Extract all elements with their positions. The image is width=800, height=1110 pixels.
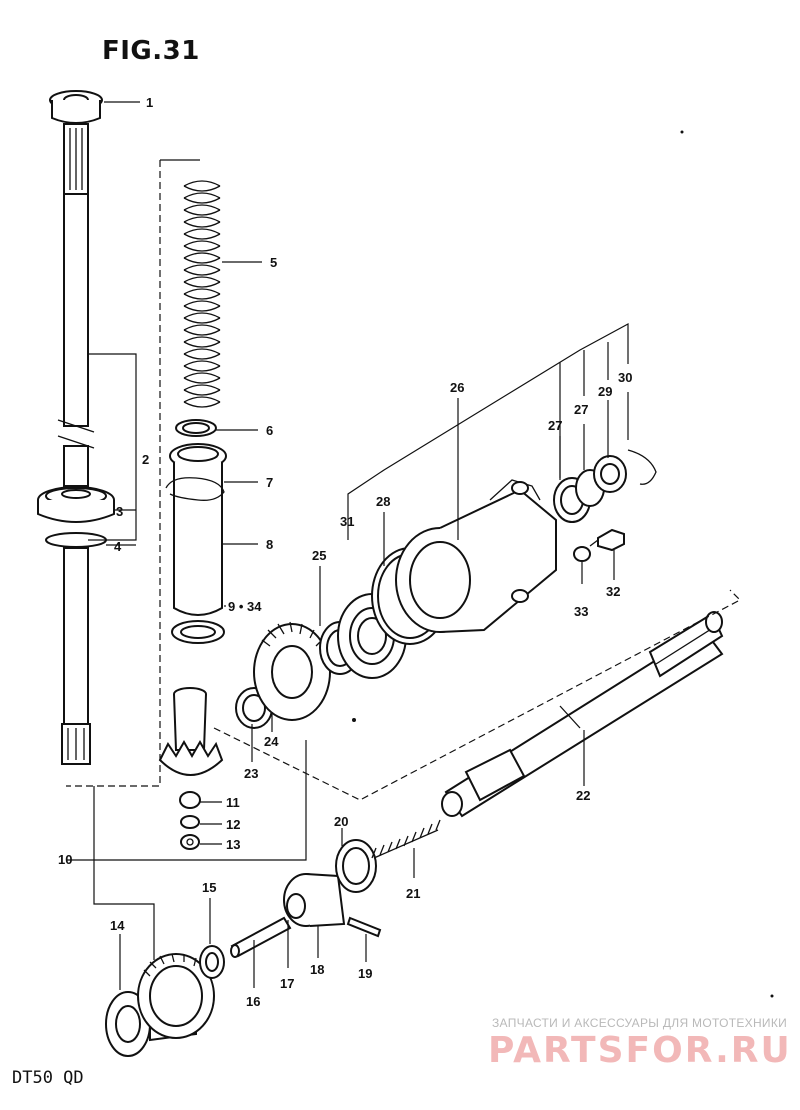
figure-title: FIG.31 — [102, 36, 200, 66]
leader-lines — [66, 101, 742, 990]
callout-27-outer: 27 — [574, 402, 588, 417]
callout-29: 29 — [598, 384, 612, 399]
callout-17: 17 — [280, 976, 294, 991]
watermark-tagline: ЗАПЧАСТИ И АКСЕССУАРЫ ДЛЯ МОТОТЕХНИКИ — [492, 1016, 788, 1030]
callout-28: 28 — [376, 494, 390, 509]
propeller-shaft — [441, 611, 724, 818]
drive-shaft-assembly — [37, 90, 115, 765]
sleeve-assembly — [165, 419, 227, 644]
callout-12: 12 — [226, 817, 240, 832]
callout-30: 30 — [618, 370, 632, 385]
spring-part — [183, 180, 221, 408]
callout-11: 11 — [226, 795, 240, 810]
callout-5: 5 — [270, 255, 277, 270]
callout-27-inner: 27 — [548, 418, 562, 433]
forward-gear-assembly — [105, 945, 225, 1057]
callout-32: 32 — [606, 584, 620, 599]
callout-33: 33 — [574, 604, 588, 619]
callout-20: 20 — [334, 814, 348, 829]
callout-3: 3 — [116, 504, 123, 519]
bearing-housing-assembly — [371, 449, 657, 645]
pinion-gear-assembly — [158, 687, 224, 850]
callout-18: 18 — [310, 962, 324, 977]
callout-15: 15 — [202, 880, 216, 895]
callout-23: 23 — [244, 766, 258, 781]
watermark-brand-logo[interactable]: PARTSFOR.RU — [488, 1030, 792, 1071]
callout-2: 2 — [142, 452, 149, 467]
callout-24: 24 — [264, 734, 279, 749]
callout-10: 10 — [58, 852, 72, 867]
model-label: DT50 QD — [12, 1068, 84, 1088]
callout-4: 4 — [114, 539, 122, 554]
callout-19: 19 — [358, 966, 372, 981]
callout-25: 25 — [312, 548, 326, 563]
callout-1: 1 — [146, 95, 153, 110]
callout-9-34: 9 • 34 — [228, 599, 262, 614]
callout-13: 13 — [226, 837, 240, 852]
small-spring-part — [371, 819, 441, 859]
callout-14: 14 — [110, 918, 125, 933]
callout-16: 16 — [246, 994, 260, 1009]
callout-8: 8 — [266, 537, 273, 552]
clutch-assembly — [230, 839, 382, 958]
callout-31: 31 — [340, 514, 354, 529]
callout-7: 7 — [266, 475, 273, 490]
callout-22: 22 — [576, 788, 590, 803]
callout-26: 26 — [450, 380, 464, 395]
callout-labels: 1 2 3 4 5 6 7 8 9 • 34 10 11 12 13 14 15… — [58, 95, 632, 1009]
callout-6: 6 — [266, 423, 273, 438]
callout-21: 21 — [406, 886, 420, 901]
